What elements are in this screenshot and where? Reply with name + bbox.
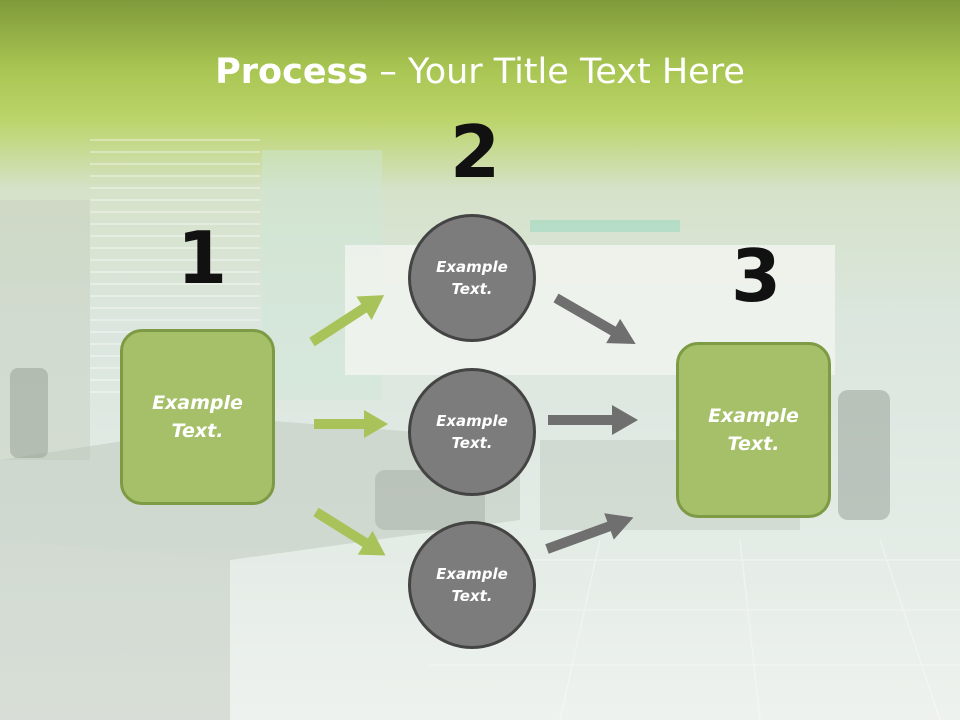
arrow-from-circle-top: [553, 293, 636, 344]
step-3-box: Example Text.: [676, 342, 831, 518]
circle-top: Example Text.: [408, 214, 536, 342]
arrow-to-circle-middle: [314, 410, 388, 438]
step-1-box: Example Text.: [120, 329, 275, 505]
arrow-from-circle-bottom: [545, 513, 634, 554]
step-number-2: 2: [450, 110, 501, 194]
step-number-3: 3: [731, 234, 782, 318]
arrow-from-circle-middle: [548, 405, 638, 435]
circle-middle: Example Text.: [408, 368, 536, 496]
arrow-to-circle-top: [309, 295, 385, 347]
arrow-to-circle-bottom: [313, 507, 386, 556]
step-number-1: 1: [177, 216, 228, 300]
slide-title: Process – Your Title Text Here: [215, 52, 745, 92]
circle-bottom: Example Text.: [408, 521, 536, 649]
